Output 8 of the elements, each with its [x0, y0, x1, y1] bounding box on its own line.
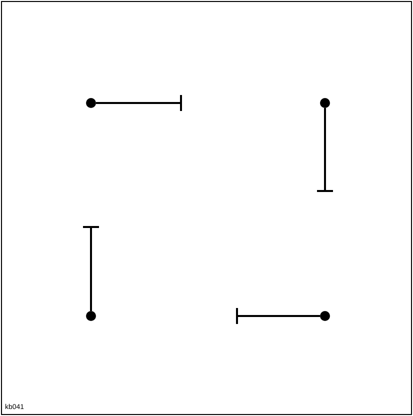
- bar-ended-line: [82, 226, 100, 311]
- dot: [320, 98, 330, 108]
- dot: [86, 311, 96, 321]
- bar-ended-line: [96, 94, 182, 112]
- dot: [86, 98, 96, 108]
- dot: [320, 311, 330, 321]
- bar-ended-line: [236, 307, 320, 325]
- bar-ended-line: [316, 108, 334, 192]
